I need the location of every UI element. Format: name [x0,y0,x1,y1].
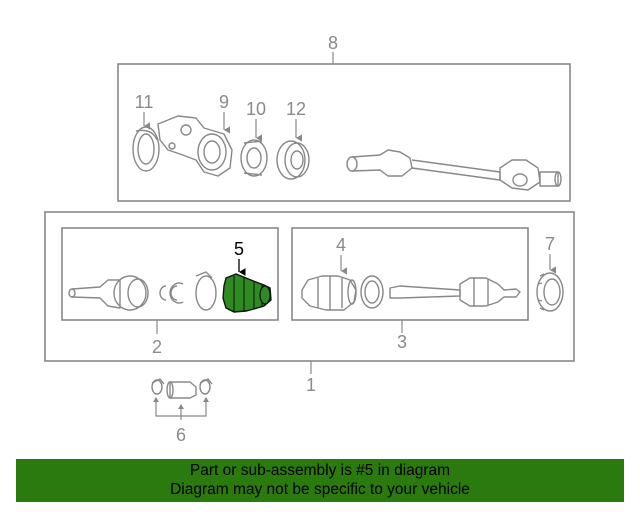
callout-3: 3 [397,332,407,352]
callout-2: 2 [152,337,162,357]
assembly-2-box [61,227,279,321]
callout-8: 8 [328,33,338,53]
part-12-seal [276,140,310,180]
banner-line-1: Part or sub-assembly is #5 in diagram [189,462,451,479]
part-5-boot-highlighted [222,273,272,313]
callout-6: 6 [176,425,186,445]
callout-9: 9 [219,92,229,112]
banner-line-2: Diagram may not be specific to your vehi… [170,481,470,498]
callout-12: 12 [286,99,306,119]
part-3-shaft [360,275,521,309]
part-7-tone-ring [536,272,564,312]
info-banner: Part or sub-assembly is #5 in diagram Di… [16,459,624,502]
part-9-housing [157,115,233,177]
assembly-1-box [44,211,575,362]
intermediate-shaft [346,149,562,191]
callout-4: 4 [336,235,346,255]
callout-7: 7 [545,234,555,254]
callout-1: 1 [306,375,316,395]
callout-10: 10 [246,99,266,119]
part-2-outer-joint [68,271,217,311]
assembly-8-box [117,63,571,202]
part-4-inner-boot [301,275,357,311]
part-11-seal [132,126,160,172]
part-6-clamps [151,378,213,420]
callout-5: 5 [234,239,244,259]
callout-11: 11 [135,92,154,112]
part-10-bearing [240,139,268,177]
assembly-3-box [291,227,529,321]
